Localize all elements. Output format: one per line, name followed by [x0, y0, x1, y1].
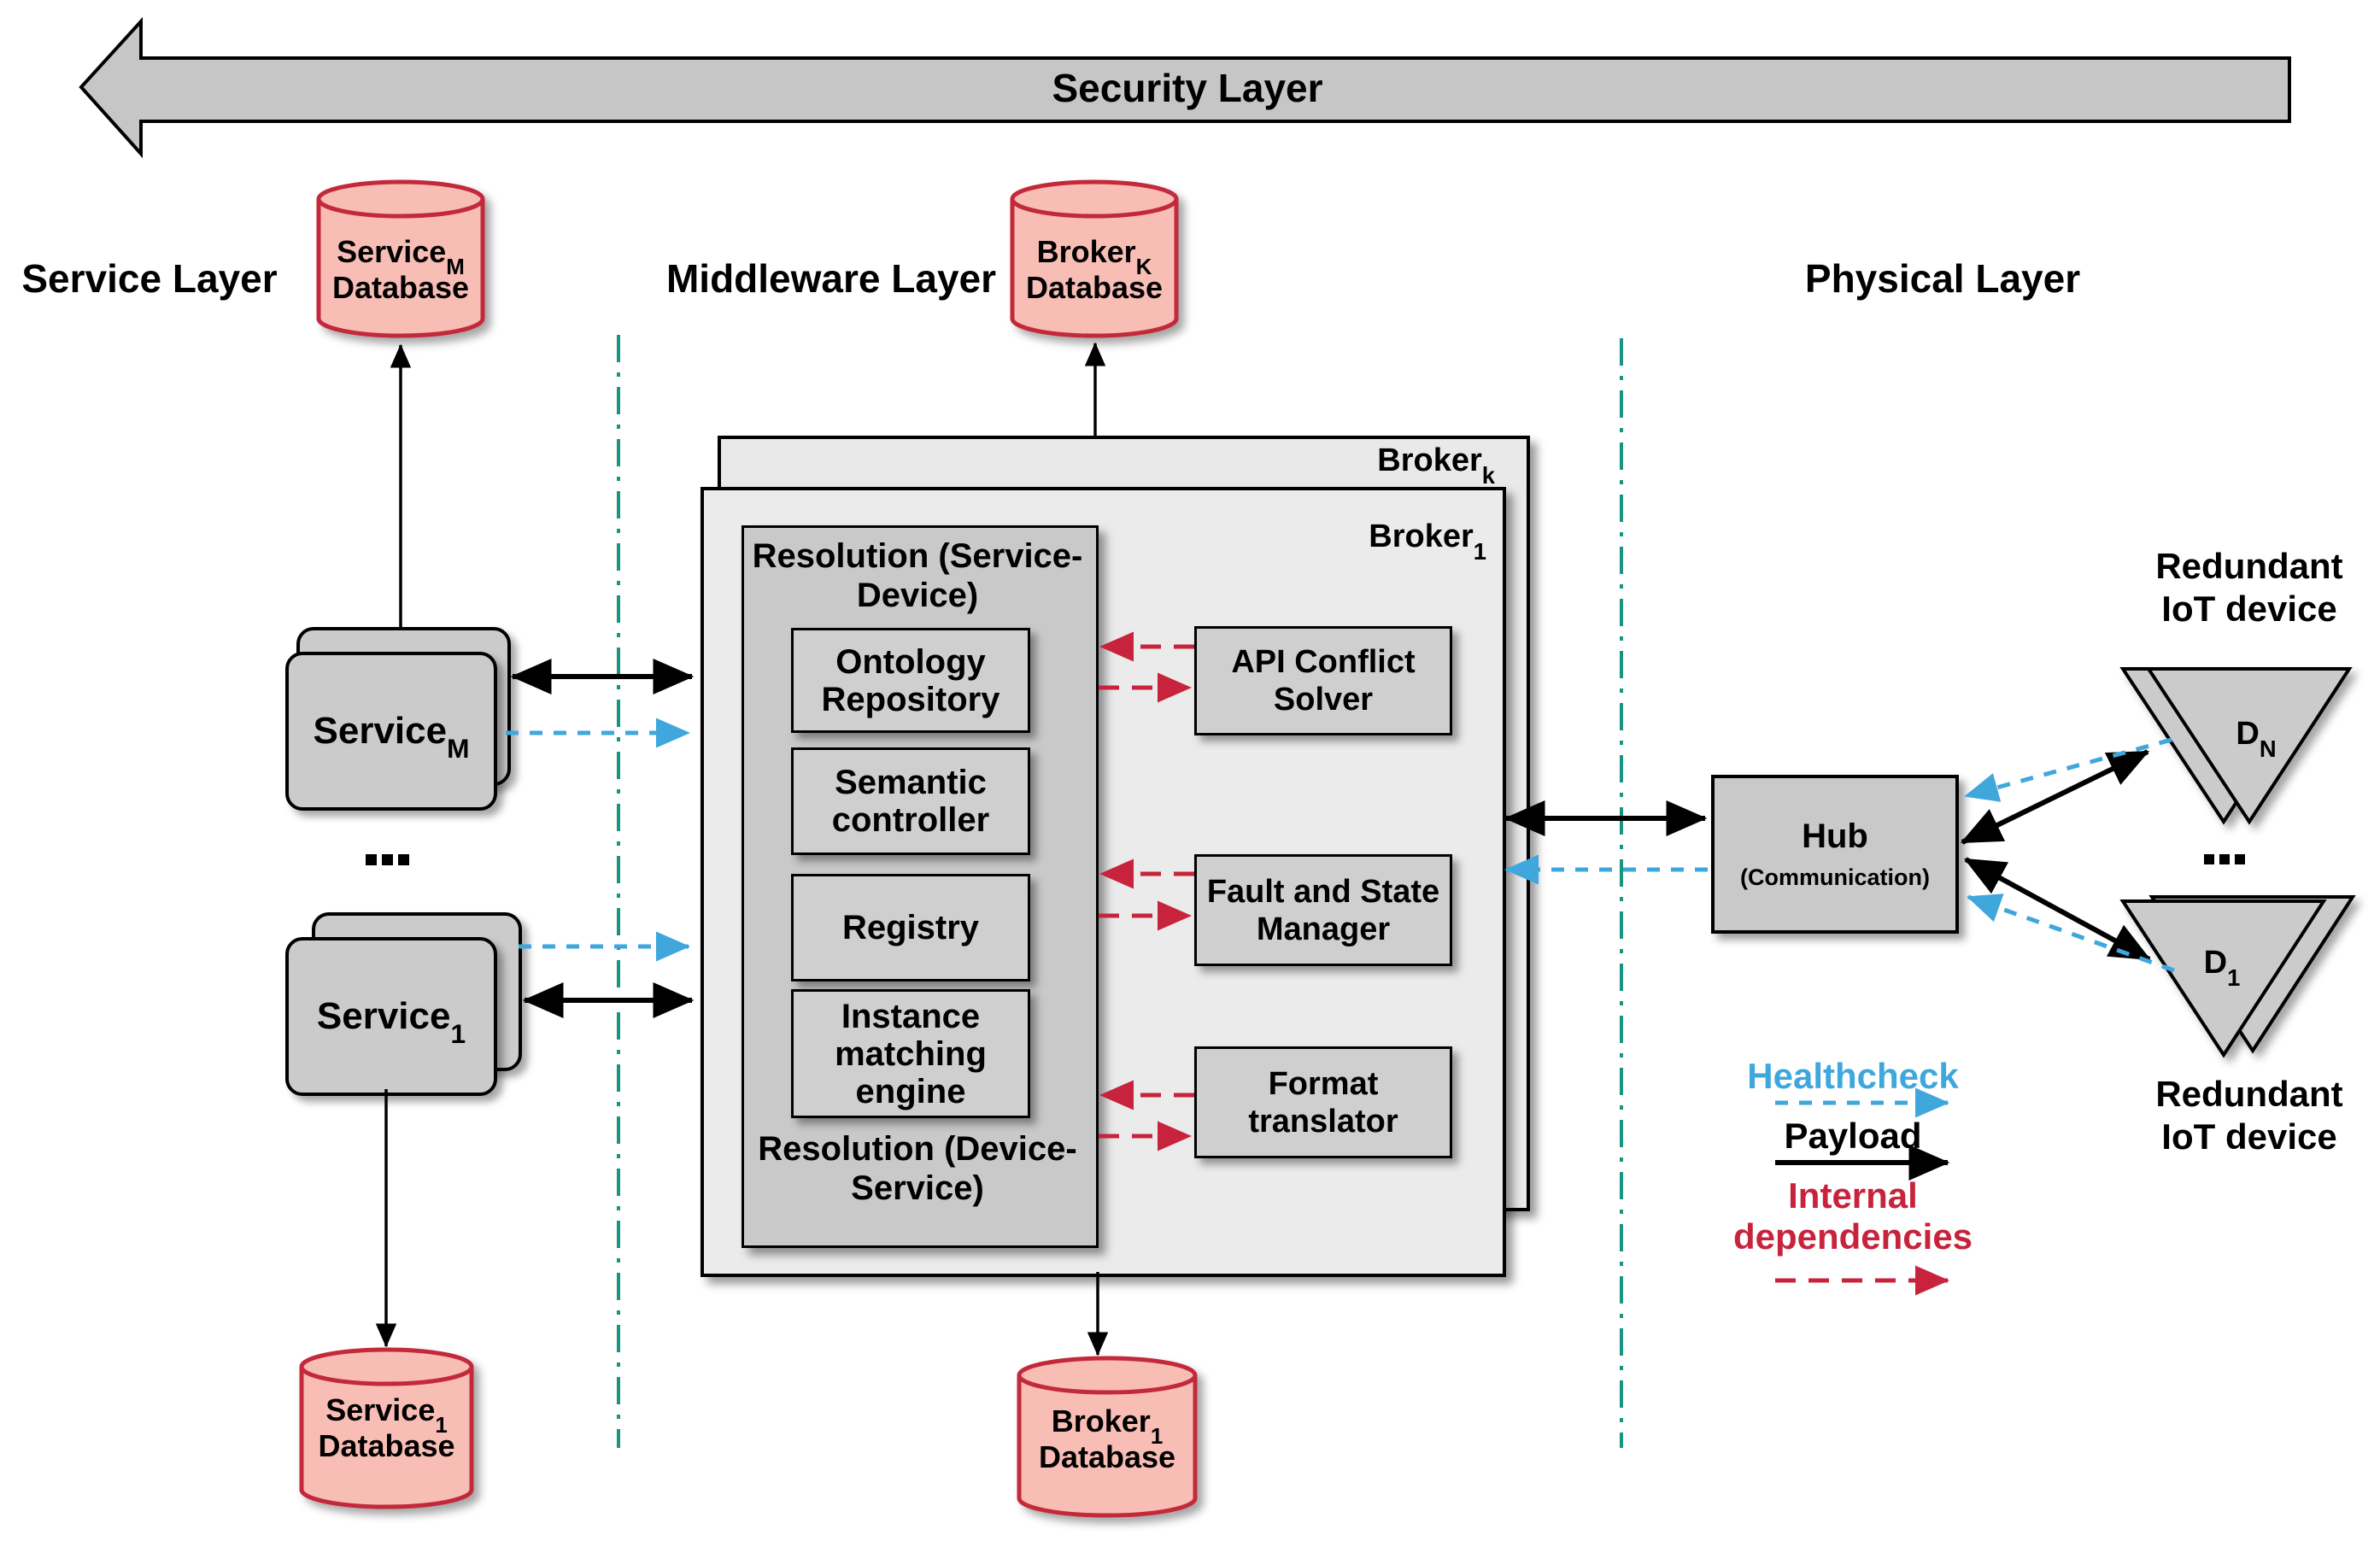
broker-k-database-cylinder	[1010, 179, 1179, 338]
broker-1-database-cylinder	[1017, 1356, 1198, 1518]
service-1-database-cylinder	[299, 1347, 474, 1509]
fault-and-state-manager-box: Fault and State Manager	[1194, 854, 1452, 966]
legend-internal-dependencies-label: Internal dependencies	[1732, 1175, 1973, 1257]
broker-k-database-label: BrokerK Database	[1025, 234, 1164, 305]
legend-payload-label: Payload	[1784, 1116, 1922, 1156]
instance-matching-engine-box: Instance matching engine	[791, 989, 1030, 1118]
legend-healthcheck-label: Healthcheck	[1747, 1056, 1959, 1096]
device-dn-label: DN	[2236, 716, 2277, 762]
device-d1-label: D1	[2203, 945, 2241, 991]
service-1-card: Service1	[285, 937, 497, 1096]
broker-1-database-label: Broker1 Database	[1038, 1403, 1176, 1474]
broker-k-box-label: Brokerk	[1377, 442, 1495, 489]
device-dn-triangles	[2119, 667, 2353, 825]
semantic-controller-box: Semantic controller	[791, 747, 1030, 855]
hub-subtitle: (Communication)	[1740, 864, 1930, 890]
service-m-database-cylinder	[316, 179, 485, 338]
redundant-iot-device-label-bottom: Redundant IoT device	[2155, 1074, 2343, 1157]
hub-title: Hub	[1802, 817, 1868, 855]
service-m-label: ServiceM	[313, 710, 470, 764]
security-layer-arrow	[79, 16, 2291, 159]
broker-1-box-label: Broker1	[1369, 519, 1486, 565]
redundant-iot-device-label-top: Redundant IoT device	[2155, 546, 2343, 629]
format-translator-box: Format translator	[1194, 1046, 1452, 1158]
ontology-repository-box: Ontology Repository	[791, 628, 1030, 733]
service-m-database-label: ServiceM Database	[331, 234, 470, 305]
physical-layer-title: Physical Layer	[1804, 256, 2081, 301]
service-m-card: ServiceM	[285, 652, 497, 811]
service-layer-title: Service Layer	[21, 256, 278, 301]
api-conflict-solver-box: API Conflict Solver	[1194, 626, 1452, 735]
middleware-layer-title: Middleware Layer	[665, 256, 997, 301]
service-1-label: Service1	[316, 995, 466, 1049]
security-layer-title: Security Layer	[1052, 66, 1323, 110]
service-1-database-label: Service1 Database	[318, 1392, 455, 1463]
resolution-device-service-title: Resolution (Device-Service)	[758, 1130, 1077, 1207]
registry-box: Registry	[791, 874, 1030, 981]
resolution-service-device-title: Resolution (Service-Device)	[752, 537, 1083, 614]
hub-box: Hub (Communication)	[1711, 775, 1959, 934]
